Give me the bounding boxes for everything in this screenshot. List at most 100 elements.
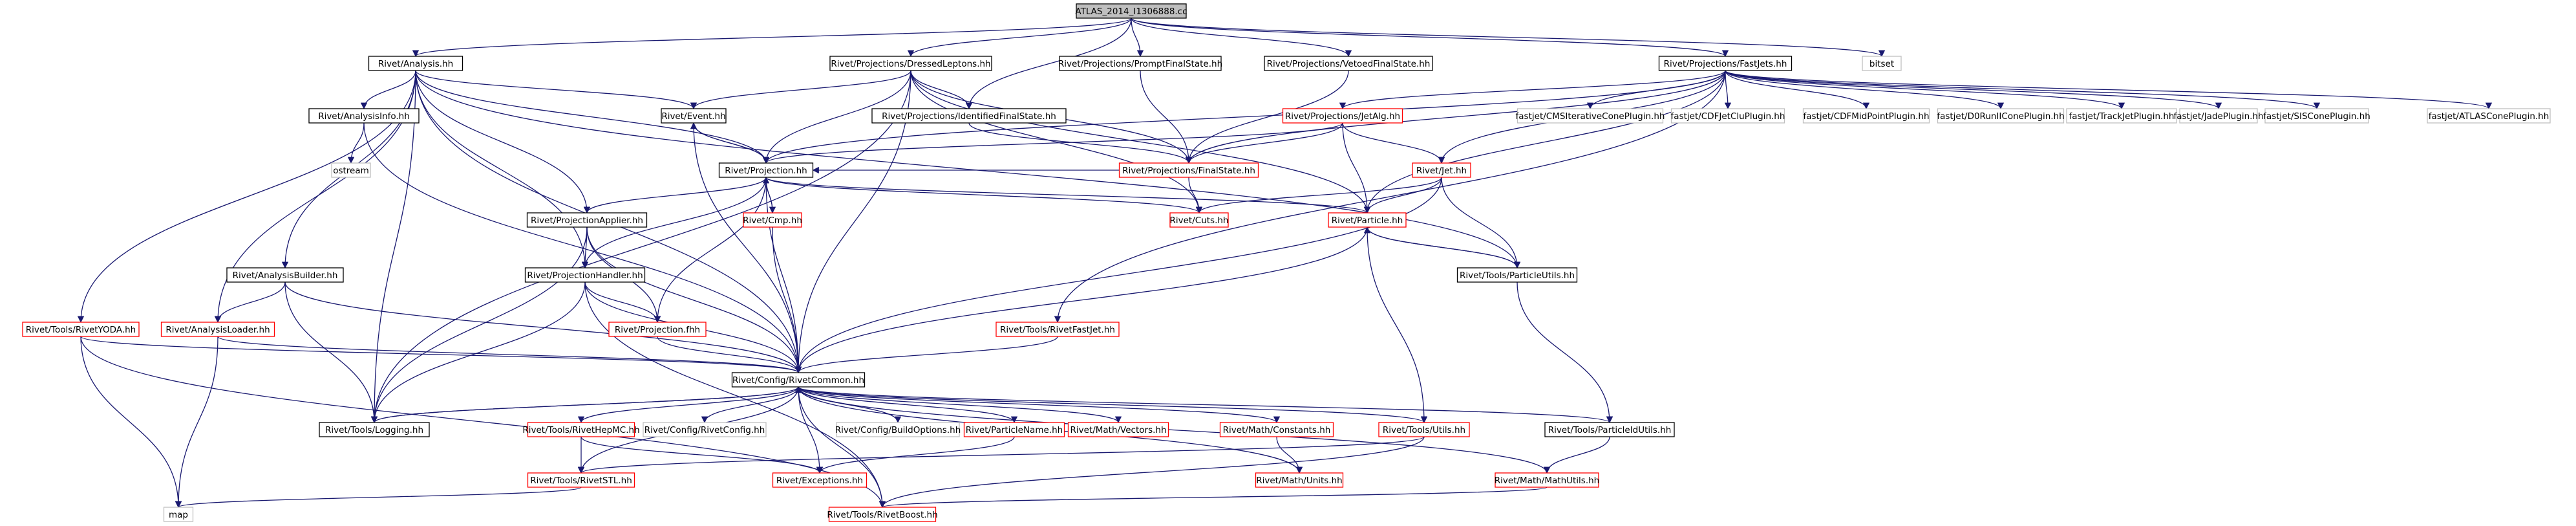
node-mathutils[interactable]: Rivet/Math/MathUtils.hh <box>1495 472 1599 488</box>
node-label-bitset: bitset <box>1869 59 1894 69</box>
node-map[interactable]: map <box>163 507 194 522</box>
node-particle[interactable]: Rivet/Particle.hh <box>1328 212 1407 228</box>
node-projectionfhh[interactable]: Rivet/Projection.fhh <box>608 322 707 337</box>
node-box-exceptions <box>772 472 868 488</box>
node-dressed[interactable]: Rivet/Projections/DressedLeptons.hh <box>829 56 992 71</box>
edge-jetalg-to-particle <box>1342 122 1371 214</box>
edge-event-to-rivetcommon <box>693 122 802 374</box>
node-jetalg[interactable]: Rivet/Projections/JetAlg.hh <box>1282 108 1403 124</box>
node-identified[interactable]: Rivet/Projections/IdentifiedFinalState.h… <box>871 108 1067 124</box>
node-rivetyoda[interactable]: Rivet/Tools/RivetYODA.hh <box>22 322 140 337</box>
node-exceptions[interactable]: Rivet/Exceptions.hh <box>772 472 868 488</box>
edge-fastjets-to-finalstate <box>1185 70 1726 164</box>
edge-projection-to-rivetcommon <box>765 177 802 374</box>
node-toolsutils[interactable]: Rivet/Tools/Utils.hh <box>1378 422 1470 437</box>
node-siscone[interactable]: fastjet/SISConePlugin.hh <box>2263 108 2370 124</box>
node-mathunits[interactable]: Rivet/Math/Units.hh <box>1255 472 1344 488</box>
node-finalstate[interactable]: Rivet/Projections/FinalState.hh <box>1118 162 1259 178</box>
node-ostream[interactable]: ostream <box>331 162 371 178</box>
edge-fastjets-to-siscone <box>1725 70 2320 110</box>
edge-particleutils-to-particleidutils <box>1517 281 1613 424</box>
node-trackjet[interactable]: fastjet/TrackJetPlugin.hh <box>2066 108 2177 124</box>
node-label-siscone: fastjet/SISConePlugin.hh <box>2263 111 2370 122</box>
node-label-logging: Rivet/Tools/Logging.hh <box>325 425 423 435</box>
node-box-logging <box>319 422 430 437</box>
edge-identified-to-finalstate <box>968 122 1193 164</box>
edge-analysis-to-projection <box>415 70 770 164</box>
node-rivetcommon[interactable]: Rivet/Config/RivetCommon.hh <box>731 372 866 388</box>
edge-dressed-to-logging <box>370 70 911 424</box>
node-box-toolsutils <box>1378 422 1470 437</box>
node-projapplier[interactable]: Rivet/ProjectionApplier.hh <box>526 212 648 228</box>
node-cuts[interactable]: Rivet/Cuts.hh <box>1169 212 1229 228</box>
node-analysisloader[interactable]: Rivet/AnalysisLoader.hh <box>160 322 275 337</box>
node-d0run[interactable]: fastjet/D0RunIIConePlugin.hh <box>1937 108 2065 124</box>
node-label-analysis: Rivet/Analysis.hh <box>378 59 453 69</box>
edge-analysisbuilder-to-rivetcommon <box>284 281 802 374</box>
node-particleidutils[interactable]: Rivet/Tools/ParticleIdUtils.hh <box>1544 422 1675 437</box>
edge-toolsutils-to-rivetboost <box>878 436 1425 509</box>
node-label-finalstate: Rivet/Projections/FinalState.hh <box>1122 166 1255 176</box>
node-box-siscone <box>2264 108 2369 124</box>
node-box-fastjets <box>1658 56 1793 71</box>
node-jet[interactable]: Rivet/Jet.hh <box>1412 162 1471 178</box>
node-box-particleutils <box>1456 267 1578 283</box>
node-cdfjetclu[interactable]: fastjet/CDFJetCluPlugin.hh <box>1671 108 1785 124</box>
node-fastjets[interactable]: Rivet/Projections/FastJets.hh <box>1658 56 1793 71</box>
edge-dressed-to-particle <box>910 70 1371 214</box>
node-mathvectors[interactable]: Rivet/Math/Vectors.hh <box>1067 422 1169 437</box>
edge-prompt-to-finalstate <box>1140 70 1193 164</box>
node-atlascone[interactable]: fastjet/ATLASConePlugin.hh <box>2427 108 2551 124</box>
edge-root-to-analysis <box>412 17 1132 58</box>
node-label-buildoptions: Rivet/Config/BuildOptions.hh <box>835 425 961 435</box>
node-label-dressed: Rivet/Projections/DressedLeptons.hh <box>831 59 990 69</box>
node-box-particlename <box>963 422 1065 437</box>
edge-analysis-to-projapplier <box>415 70 591 214</box>
node-particleutils[interactable]: Rivet/Tools/ParticleUtils.hh <box>1456 267 1578 283</box>
node-event[interactable]: Rivet/Event.hh <box>661 108 727 124</box>
node-analysis[interactable]: Rivet/Analysis.hh <box>368 56 463 71</box>
node-label-d0run: fastjet/D0RunIIConePlugin.hh <box>1937 111 2064 122</box>
node-mathconstants[interactable]: Rivet/Math/Constants.hh <box>1219 422 1334 437</box>
edge-root-to-fastjets <box>1131 17 1729 58</box>
node-cmsiter[interactable]: fastjet/CMSIterativeConePlugin.hh <box>1516 108 1665 124</box>
edge-rivetfastjet-to-rivetcommon <box>794 336 1058 374</box>
node-box-map <box>163 507 194 522</box>
node-label-mathvectors: Rivet/Math/Vectors.hh <box>1070 425 1166 435</box>
edge-jetalg-to-projection <box>763 122 1343 164</box>
node-rivetboost[interactable]: Rivet/Tools/RivetBoost.hh <box>827 507 938 522</box>
node-vetoed[interactable]: Rivet/Projections/VetoedFinalState.hh <box>1264 56 1433 71</box>
edge-analysis-to-analysisinfo <box>360 70 416 110</box>
edge-particleutils-to-particle <box>1363 226 1518 268</box>
node-rivetstl[interactable]: Rivet/Tools/RivetSTL.hh <box>527 472 635 488</box>
edge-dressed-to-identified <box>910 70 973 110</box>
node-bitset[interactable]: bitset <box>1862 56 1902 71</box>
node-box-buildoptions <box>836 422 960 437</box>
node-analysisinfo[interactable]: Rivet/AnalysisInfo.hh <box>308 108 420 124</box>
node-jade[interactable]: fastjet/JadePlugin.hh <box>2173 108 2264 124</box>
edge-mathconstants-to-mathunits <box>1276 436 1303 474</box>
node-buildoptions[interactable]: Rivet/Config/BuildOptions.hh <box>835 422 961 437</box>
node-box-bitset <box>1862 56 1902 71</box>
node-logging[interactable]: Rivet/Tools/Logging.hh <box>319 422 430 437</box>
node-label-mathutils: Rivet/Math/MathUtils.hh <box>1495 476 1599 486</box>
node-label-jetalg: Rivet/Projections/JetAlg.hh <box>1285 111 1400 122</box>
node-rivethepmc[interactable]: Rivet/Tools/RivetHepMC.hh <box>522 422 640 437</box>
edge-projection-to-particle <box>765 177 1370 214</box>
edge-projhandler-to-rivetboost <box>584 281 886 509</box>
node-rivetconfig[interactable]: Rivet/Config/RivetConfig.hh <box>643 422 767 437</box>
edge-dressed-to-cuts <box>910 70 1203 214</box>
node-cdfmid[interactable]: fastjet/CDFMidPointPlugin.hh <box>1802 108 1930 124</box>
node-projection[interactable]: Rivet/Projection.hh <box>718 162 814 178</box>
node-analysisbuilder[interactable]: Rivet/AnalysisBuilder.hh <box>226 267 344 283</box>
node-label-projection: Rivet/Projection.hh <box>725 166 807 176</box>
node-rivetfastjet[interactable]: Rivet/Tools/RivetFastJet.hh <box>995 322 1120 337</box>
node-particlename[interactable]: Rivet/ParticleName.hh <box>963 422 1065 437</box>
node-projhandler[interactable]: Rivet/ProjectionHandler.hh <box>524 267 646 283</box>
node-prompt[interactable]: Rivet/Projections/PromptFinalState.hh <box>1058 56 1222 71</box>
node-cmp[interactable]: Rivet/Cmp.hh <box>743 212 802 228</box>
node-box-projectionfhh <box>608 322 707 337</box>
node-box-cmp <box>743 212 802 228</box>
node-root[interactable]: ATLAS_2014_I1306888.cc <box>1075 3 1187 19</box>
